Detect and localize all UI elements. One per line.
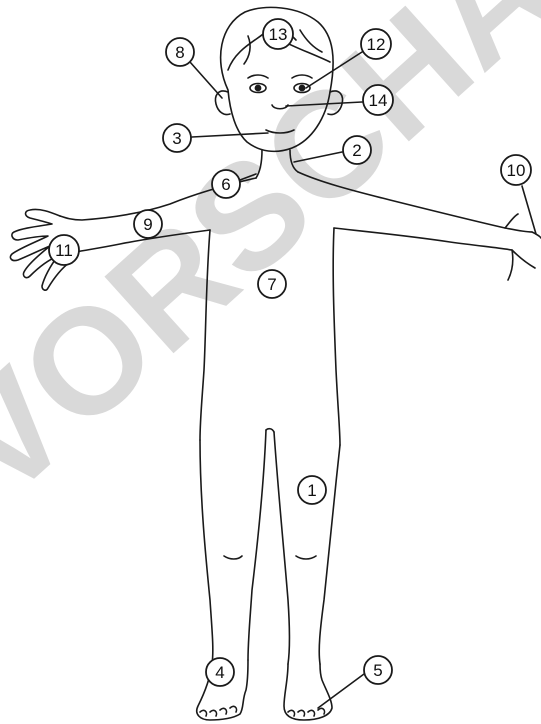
label-10: 10 [501, 155, 531, 185]
hair-strand [300, 30, 322, 52]
svg-text:11: 11 [55, 241, 73, 260]
right-toes [288, 708, 325, 716]
label-13: 13 [263, 19, 293, 49]
right-hand-outline [505, 214, 541, 280]
right-leg-inner [274, 432, 290, 664]
label-2: 2 [343, 136, 371, 164]
label-1: 1 [298, 476, 326, 504]
label-4: 4 [206, 658, 234, 686]
leader-line-3 [192, 133, 268, 137]
svg-text:10: 10 [507, 161, 526, 180]
right-arm-lower [334, 228, 512, 250]
left-brow [248, 75, 268, 78]
leader-line-12 [306, 52, 362, 88]
svg-text:1: 1 [307, 481, 316, 500]
label-7: 7 [258, 270, 286, 298]
leader-line-10 [522, 186, 536, 234]
svg-text:9: 9 [143, 215, 152, 234]
svg-text:3: 3 [172, 129, 181, 148]
mouth [266, 130, 294, 133]
leader-line-2 [294, 152, 342, 162]
right-knee [296, 556, 316, 559]
leader-line-5 [318, 674, 364, 708]
body [60, 150, 532, 664]
hair-strand [244, 36, 250, 64]
left-leg-outer [200, 440, 213, 664]
right-brow [292, 75, 312, 78]
left-leg-inner [248, 430, 266, 660]
right-foot [284, 664, 332, 720]
svg-text:12: 12 [367, 35, 386, 54]
label-14: 14 [363, 85, 393, 115]
svg-text:13: 13 [269, 25, 288, 44]
torso-left [200, 230, 210, 440]
leader-line-14 [286, 102, 362, 106]
svg-text:8: 8 [175, 43, 184, 62]
label-5: 5 [364, 656, 392, 684]
right-pupil [299, 85, 304, 90]
svg-text:14: 14 [369, 91, 388, 110]
left-pupil [255, 85, 260, 90]
svg-text:6: 6 [221, 175, 230, 194]
label-9: 9 [134, 210, 162, 238]
label-8: 8 [166, 38, 194, 66]
svg-text:7: 7 [267, 275, 276, 294]
label-11: 11 [49, 235, 79, 265]
leader-line-8 [190, 62, 222, 98]
right-leg-outer [319, 445, 340, 664]
svg-text:5: 5 [373, 661, 382, 680]
labels: 1 2 3 4 5 6 7 [49, 19, 531, 686]
label-6: 6 [212, 170, 240, 198]
left-knee [224, 556, 242, 559]
torso-right [333, 228, 340, 445]
right-hand [505, 214, 541, 280]
right-arm-upper [298, 172, 532, 232]
neck-left [256, 150, 262, 178]
svg-text:4: 4 [215, 663, 224, 682]
left-toes [200, 706, 237, 716]
label-12: 12 [361, 29, 391, 59]
crotch [266, 429, 274, 432]
svg-text:2: 2 [352, 141, 361, 160]
label-3: 3 [163, 124, 191, 152]
